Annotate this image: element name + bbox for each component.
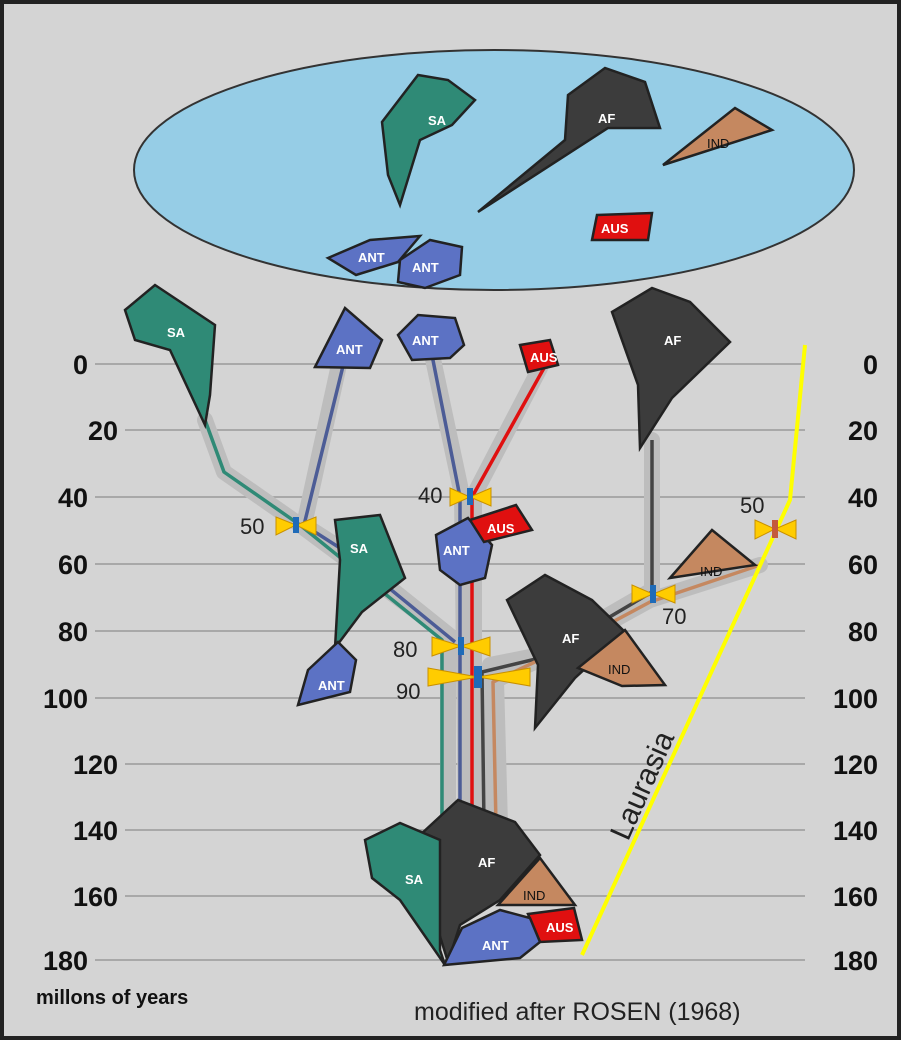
left-tick-label: 80 — [58, 617, 88, 647]
map-af-shape — [477, 66, 662, 214]
left-tick-label: 180 — [43, 946, 88, 976]
gondwana-supercontinent: AF SA IND AUS ANT — [363, 798, 584, 967]
split-markers: 50 40 80 90 70 50 — [240, 483, 797, 704]
gondwana-af-shape — [418, 798, 542, 967]
mid-af-label: AF — [562, 631, 579, 646]
laurasia-label: Laurasia — [604, 726, 681, 845]
split-marker-sa-ant — [275, 516, 317, 536]
split-label-90: 90 — [396, 679, 420, 704]
split-marker-ant-aus — [449, 487, 492, 507]
mid-ant-aus-label: ANT — [443, 543, 470, 558]
map-aus-shape — [590, 211, 654, 242]
right-tick-label: 120 — [833, 750, 878, 780]
intermediate-landmasses: SA ANT ANT AUS AF IND IND — [296, 503, 758, 732]
right-tick-label: 160 — [833, 882, 878, 912]
tip-sa-label: SA — [167, 325, 186, 340]
left-tick-label: 120 — [73, 750, 118, 780]
left-tick-label: 20 — [88, 416, 118, 446]
mid-aus-label: AUS — [487, 521, 515, 536]
left-tick-label: 140 — [73, 816, 118, 846]
mid-ant-label: ANT — [318, 678, 345, 693]
split-marker-ind-laurasia — [754, 519, 797, 540]
left-tick-label: 60 — [58, 550, 88, 580]
gondwana-sa-shape — [363, 821, 447, 966]
split-label-ant-aus: 40 — [418, 483, 442, 508]
gondwana-ind-label: IND — [523, 888, 545, 903]
right-tick-label: 180 — [833, 946, 878, 976]
map-ind-label: IND — [707, 136, 729, 151]
split-marker-80 — [431, 636, 491, 657]
gondwana-aus-label: AUS — [546, 920, 574, 935]
left-tick-label: 160 — [73, 882, 118, 912]
mid-sa-shape — [333, 513, 407, 653]
split-marker-90 — [427, 666, 531, 688]
tip-sa-shape — [123, 283, 217, 430]
map-aus-label: AUS — [601, 221, 629, 236]
mid-aus-shape — [468, 503, 534, 544]
gondwana-ind-shape — [495, 856, 578, 907]
mid-ant-shape — [296, 640, 358, 707]
mid-ind-shape — [575, 628, 668, 688]
credit-text: modified after ROSEN (1968) — [414, 998, 741, 1026]
axis-unit-label: millons of years — [36, 987, 188, 1009]
map-ant-east-shape — [396, 238, 464, 290]
right-tick-label: 80 — [848, 617, 878, 647]
map-ind-shape — [662, 106, 776, 167]
tip-aus-shape — [518, 338, 560, 374]
mid-ind-drift-label: IND — [700, 564, 722, 579]
map-sa-shape — [380, 73, 477, 209]
split-label-sa-ant: 50 — [240, 514, 264, 539]
right-tick-label: 0 — [863, 350, 878, 380]
right-tick-label: 140 — [833, 816, 878, 846]
map-ant-west-shape — [325, 234, 423, 277]
mid-ind-label: IND — [608, 662, 630, 677]
left-tick-label: 40 — [58, 483, 88, 513]
tip-landmasses: SA ANT ANT AUS AF — [123, 283, 732, 453]
split-label-af-ind: 70 — [662, 604, 686, 629]
tip-ant-west-shape — [312, 306, 384, 370]
split-label-80: 80 — [393, 637, 417, 662]
split-label-ind-laurasia: 50 — [740, 493, 764, 518]
gondwana-ant-shape — [441, 908, 542, 967]
tip-af-label: AF — [664, 333, 681, 348]
map-ant-west-label: ANT — [358, 250, 385, 265]
branch-ant-west — [302, 361, 457, 644]
laurasia-line — [580, 344, 807, 956]
split-marker-af-ind — [631, 584, 676, 604]
mid-ind-drift-shape — [666, 528, 758, 580]
left-tick-label: 100 — [43, 684, 88, 714]
right-axis: 0 20 40 60 80 100 120 140 160 180 — [833, 350, 878, 976]
tip-ant-east-shape — [396, 313, 466, 362]
map-sa-label: SA — [428, 113, 447, 128]
gondwana-ant-label: ANT — [482, 938, 509, 953]
gondwana-sa-label: SA — [405, 872, 424, 887]
gondwana-af-label: AF — [478, 855, 495, 870]
map-af-label: AF — [598, 111, 615, 126]
left-tick-label: 0 — [73, 350, 88, 380]
right-tick-label: 100 — [833, 684, 878, 714]
right-tick-label: 60 — [848, 550, 878, 580]
mid-sa-label: SA — [350, 541, 369, 556]
left-axis: 0 20 40 60 80 100 120 140 160 180 — [43, 350, 118, 976]
map-ant-east-label: ANT — [412, 260, 439, 275]
ocean-ellipse — [133, 49, 855, 291]
right-tick-label: 40 — [848, 483, 878, 513]
right-tick-label: 20 — [848, 416, 878, 446]
tip-ant-west-label: ANT — [336, 342, 363, 357]
tip-aus-label: AUS — [530, 350, 558, 365]
tip-af-shape — [610, 286, 732, 453]
tip-ant-east-label: ANT — [412, 333, 439, 348]
present-day-map: SA AF IND AUS ANT ANT — [133, 49, 855, 291]
